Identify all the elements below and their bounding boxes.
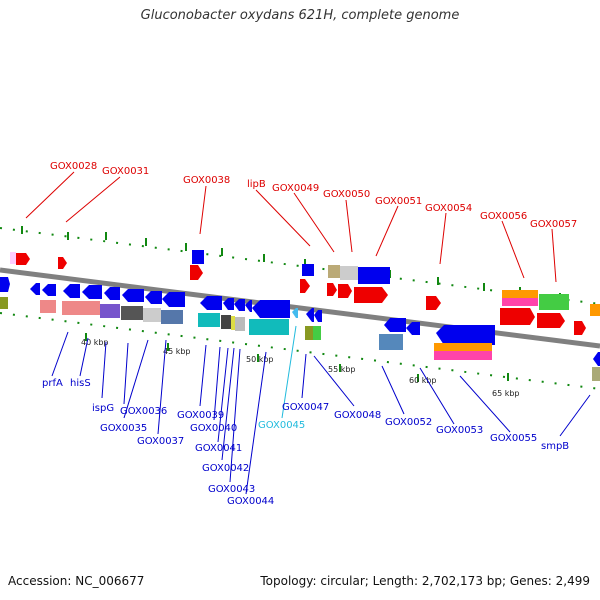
top-leader-lines [25,171,557,283]
gene-label-gox0051: GOX0051 [375,196,422,207]
gene-arrow [327,283,337,296]
gene-arrow [58,257,67,269]
scale-label-55: 55 kbp [328,365,356,374]
gene-arrow [338,284,352,298]
genome-backbone [0,267,600,349]
gene-arrow [300,279,310,293]
forward-feature-blocks [0,250,569,310]
gene-label-gox0056: GOX0056 [480,211,527,222]
scale-label-45: 45 kbp [163,347,191,356]
gene-label-gox0043: GOX0043 [208,484,255,495]
gene-arrow [190,265,203,280]
forward-gene-track [10,252,600,335]
scale-label-40: 40 kbp [81,338,109,347]
gene-label-gox0038: GOX0038 [183,175,230,186]
gene-label-gox0047: GOX0047 [282,402,329,413]
gene-label-gox0042: GOX0042 [202,463,249,474]
gene-block [590,304,600,316]
gene-label-gox0054: GOX0054 [425,203,472,214]
reverse-feature-blocks [0,297,600,381]
gene-label-gox0055: GOX0055 [490,433,537,444]
gene-label-gox0048: GOX0048 [334,410,381,421]
gene-label-gox0057: GOX0057 [530,219,577,230]
gene-label-ispg: ispG [92,403,114,414]
page-title: Gluconobacter oxydans 621H, complete gen… [140,8,460,23]
genome-summary: Topology: circular; Length: 2,702,173 bp… [260,574,590,588]
gene-label-lipb: lipB [247,179,266,190]
scale-label-50: 50 kbp [246,355,274,364]
gene-label-gox0053: GOX0053 [436,425,483,436]
gene-arrow [537,313,565,328]
gene-arrow [16,253,30,265]
gene-label-gox0039: GOX0039 [177,410,224,421]
gene-label-smpb: smpB [541,441,569,452]
gene-arrow [574,321,586,335]
gene-label-hiss: hisS [70,378,91,389]
gene-block [10,252,16,264]
scale-label-60: 60 kbp [409,376,437,385]
gene-label-prfa: prfA [42,378,63,389]
gene-label-gox0036: GOX0036 [120,406,167,417]
gene-label-gox0049: GOX0049 [272,183,319,194]
gene-arrow [426,296,441,310]
gene-arrow [354,287,388,303]
accession-label: Accession: NC_006677 [8,574,145,588]
gene-arrow [500,308,535,325]
gene-label-gox0050: GOX0050 [323,189,370,200]
gox0045-leader-line [281,325,297,419]
gene-label-gox0044: GOX0044 [227,496,274,507]
bottom-leader-lines [51,331,591,495]
scale-label-65: 65 kbp [492,389,520,398]
gene-label-gox0031: GOX0031 [102,166,149,177]
gene-label-gox0041: GOX0041 [195,443,242,454]
gene-label-gox0052: GOX0052 [385,417,432,428]
gene-label-gox0040: GOX0040 [190,423,237,434]
gene-label-gox0028: GOX0028 [50,161,97,172]
gene-label-gox0035: GOX0035 [100,423,147,434]
gene-label-gox0037: GOX0037 [137,436,184,447]
gene-label-gox0045: GOX0045 [258,420,305,431]
reverse-gene-track [30,283,600,366]
